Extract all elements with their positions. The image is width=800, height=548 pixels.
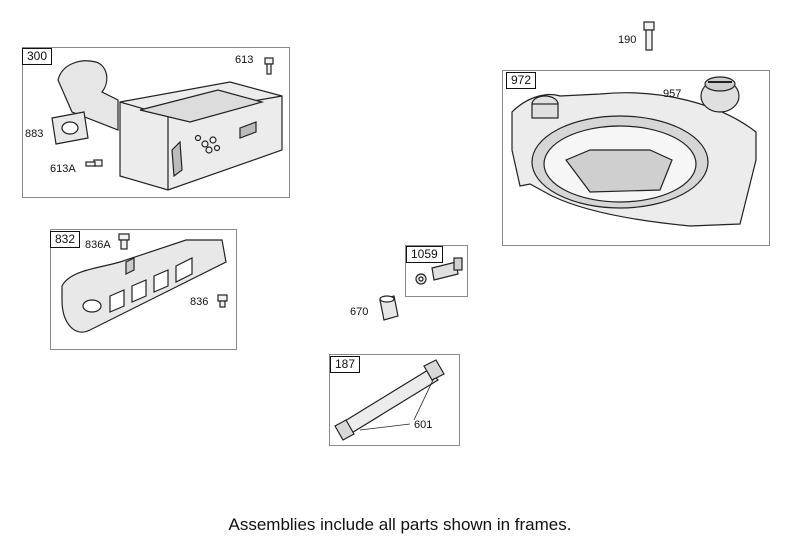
tank-assembly-frame xyxy=(502,70,770,246)
part-label-601: 601 xyxy=(414,419,433,431)
part-label-883: 883 xyxy=(25,128,44,140)
part-label-670: 670 xyxy=(350,306,369,318)
screw-836-icon xyxy=(217,294,228,308)
bolt-190-icon xyxy=(643,21,655,51)
spacer-670-icon xyxy=(379,295,399,321)
screw-836a-icon xyxy=(118,233,130,250)
fuel-cap-icon xyxy=(700,76,740,113)
muffler-assembly-frame xyxy=(22,47,290,198)
part-label-836: 836 xyxy=(190,296,209,308)
fitting-icon xyxy=(415,257,463,285)
bolt-613-icon xyxy=(264,57,274,75)
tube-icon xyxy=(334,359,445,441)
frame-id-1059: 1059 xyxy=(406,246,443,263)
part-label-613: 613 xyxy=(235,54,254,66)
guard-icon xyxy=(61,239,227,333)
bolt-613a-icon xyxy=(85,159,103,167)
frame-id-187: 187 xyxy=(330,356,361,373)
part-label-957: 957 xyxy=(663,88,682,100)
part-label-613a: 613A xyxy=(50,163,76,175)
guard-assembly-frame xyxy=(50,229,237,350)
fuel-tank-icon xyxy=(511,92,757,227)
muffler-icon xyxy=(57,60,283,191)
frame-id-300: 300 xyxy=(22,48,53,65)
gasket-883-icon xyxy=(51,111,89,145)
tube-assembly-frame xyxy=(329,354,460,446)
frame-id-832: 832 xyxy=(50,231,81,248)
frame-id-972: 972 xyxy=(506,72,537,89)
fitting-assembly-frame xyxy=(405,245,468,297)
part-label-190: 190 xyxy=(618,34,637,46)
part-label-836a: 836A xyxy=(85,239,111,251)
footer-note: Assemblies include all parts shown in fr… xyxy=(228,515,572,534)
